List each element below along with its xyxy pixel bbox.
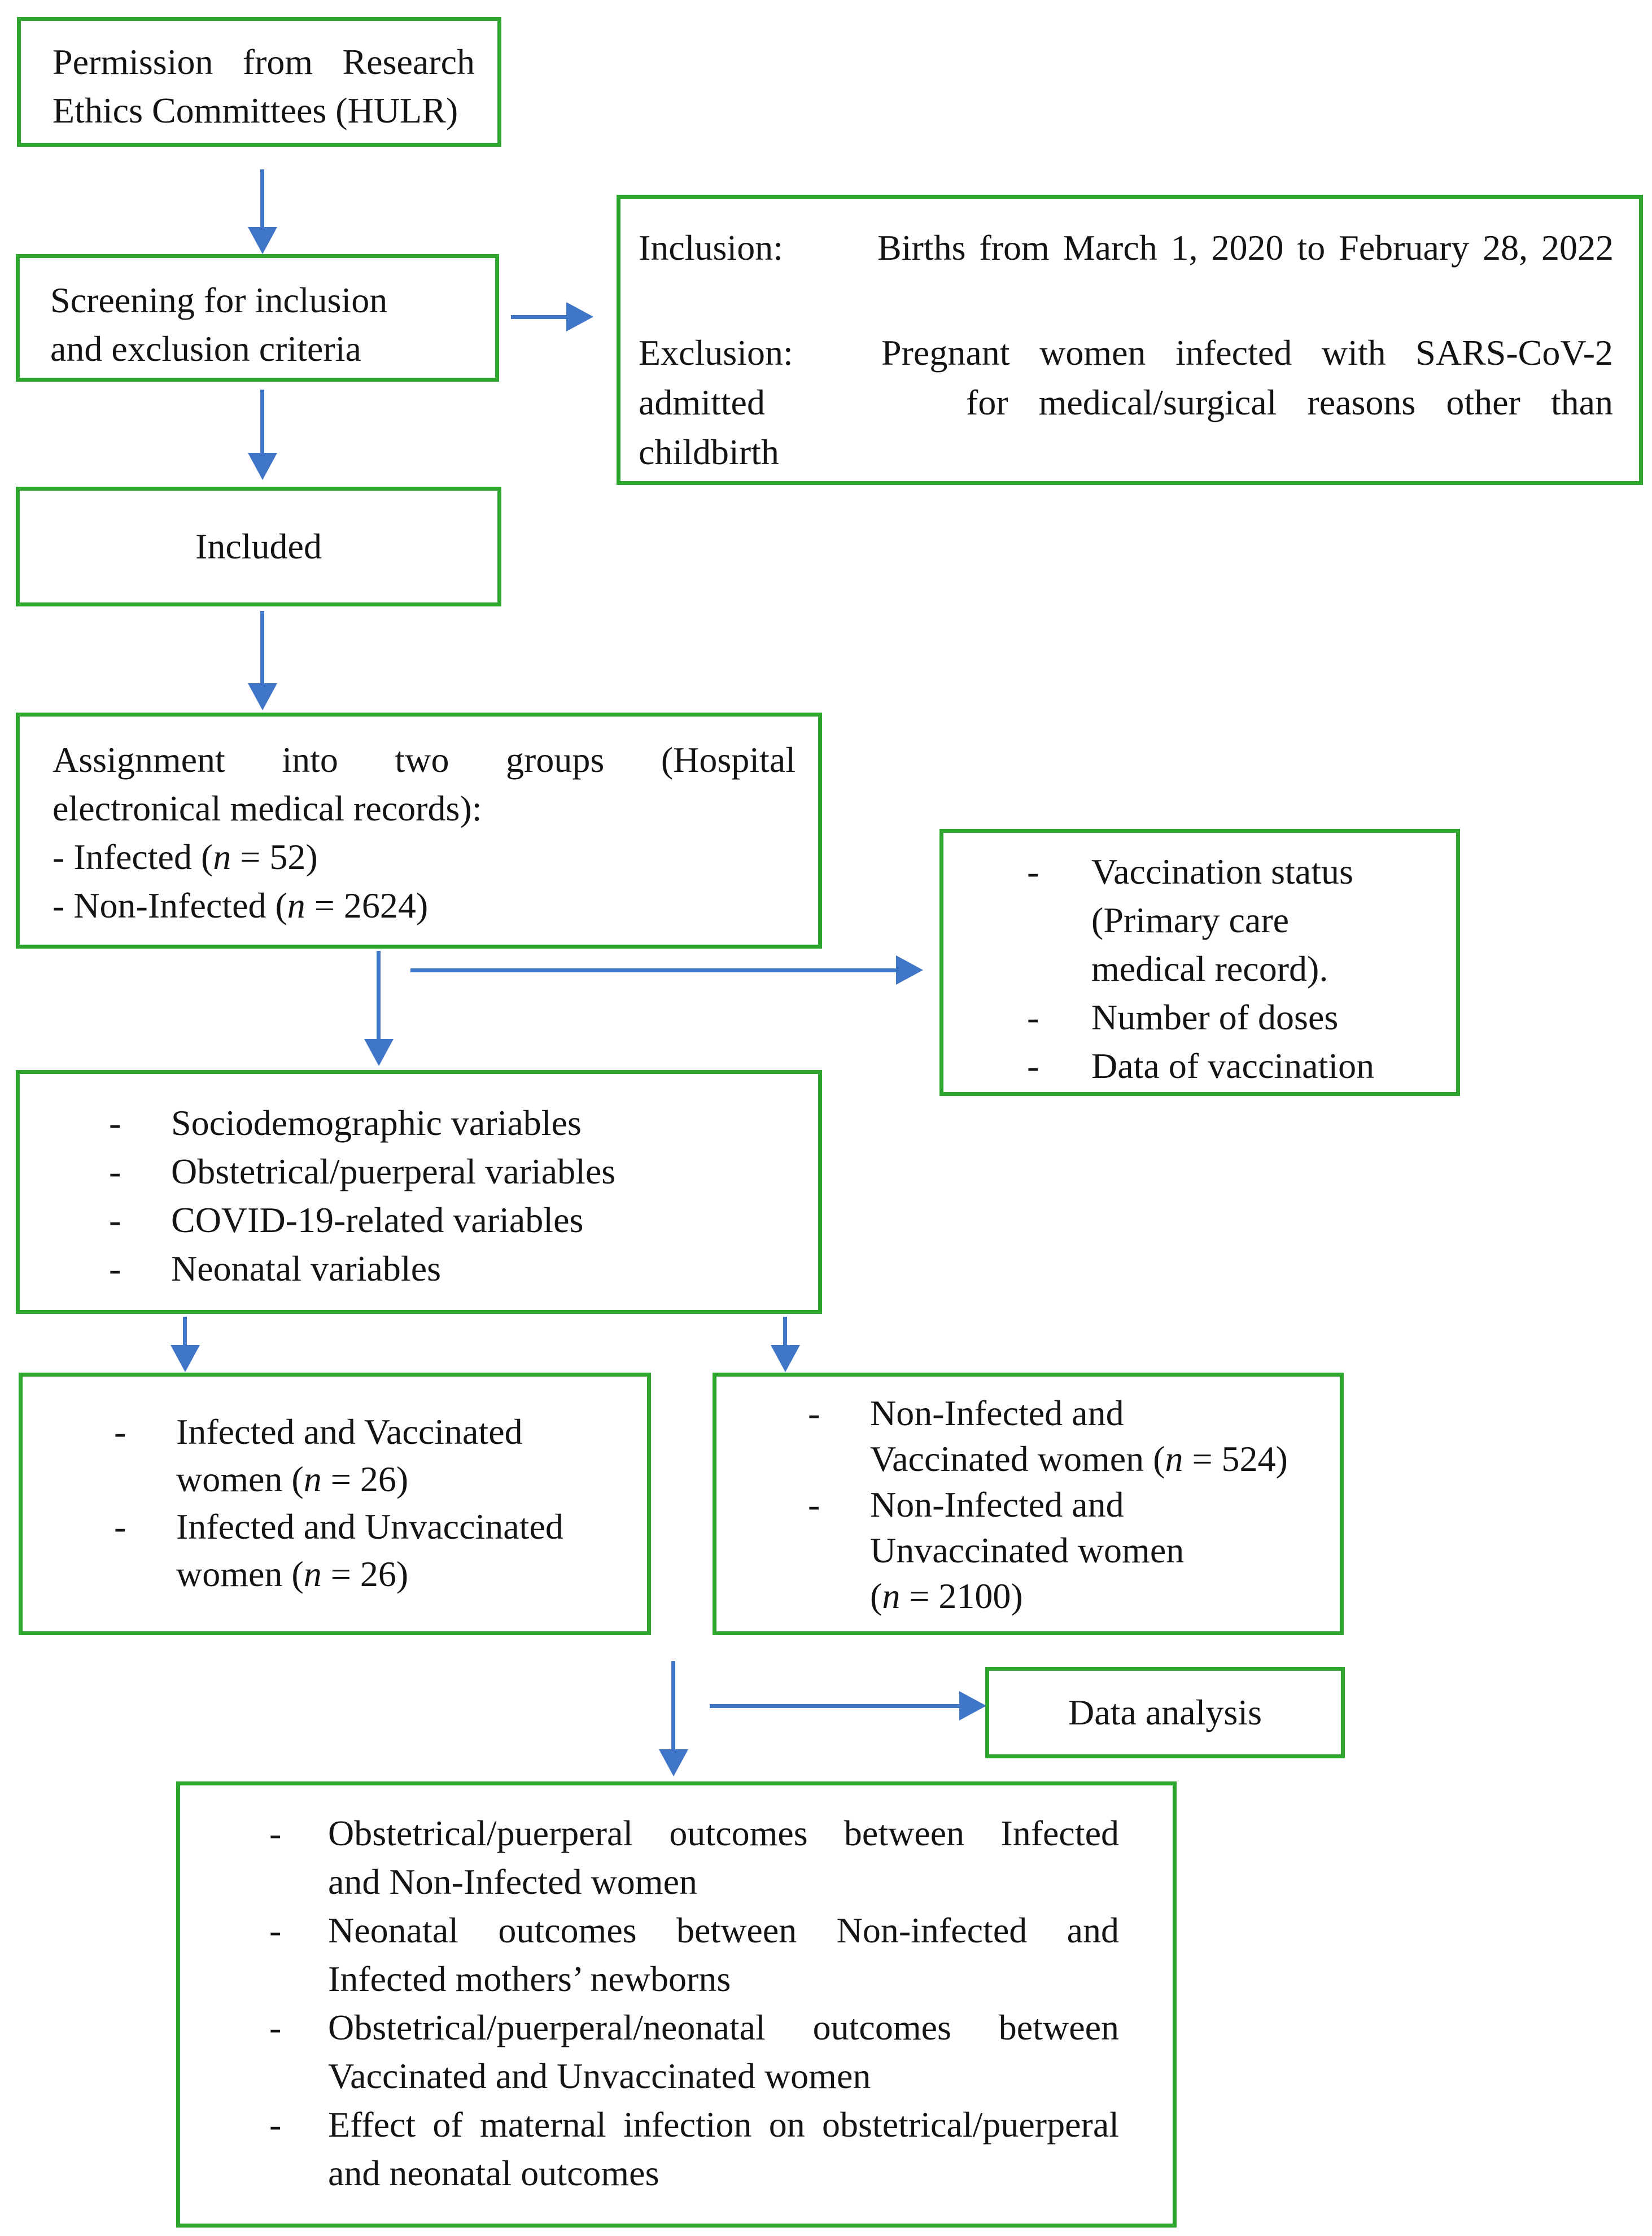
outcomes-item-4-line-2: and neonatal outcomes bbox=[328, 2153, 659, 2193]
connector-assignment-to-variables bbox=[377, 951, 381, 1041]
bullet-dash: - bbox=[1027, 1046, 1039, 1086]
non-infected-unvaccinated-line-1: Non-Infected and bbox=[870, 1484, 1124, 1525]
infected-vaccinated-line-1: Infected and Vaccinated bbox=[176, 1412, 523, 1452]
bullet-dash: - bbox=[1027, 997, 1039, 1037]
screening-box: Screening for inclusion and exclusion cr… bbox=[16, 254, 499, 382]
inclusion-text: Births from March 1, 2020 to February 28… bbox=[877, 228, 1614, 268]
data-analysis-label: Data analysis bbox=[1068, 1692, 1262, 1732]
outcomes-item-4-line-1: Effect of maternal infection on obstetri… bbox=[328, 2104, 1119, 2145]
variables-item-1: Sociodemographic variables bbox=[171, 1103, 582, 1143]
bullet-dash: - bbox=[269, 2104, 282, 2145]
arrow-right-icon bbox=[896, 955, 923, 985]
exclusion-text-line-1: Pregnant women infected with SARS-CoV-2 bbox=[881, 333, 1613, 373]
exclusion-label: Exclusion: bbox=[639, 333, 793, 373]
infected-unvaccinated-line-1: Infected and Unvaccinated bbox=[176, 1506, 563, 1547]
permission-line-1: Permission from Research bbox=[53, 42, 475, 82]
connector-screening-to-criteria bbox=[511, 315, 566, 319]
assignment-infected-count: - Infected (n = 52) bbox=[53, 837, 318, 877]
assignment-box: Assignment into two groups (Hospital ele… bbox=[16, 713, 822, 949]
screening-line-1: Screening for inclusion bbox=[50, 280, 388, 320]
vaccination-item-1-line-1: Vaccination status bbox=[1091, 851, 1353, 892]
permission-box: Permission from Research Ethics Committe… bbox=[17, 17, 501, 147]
bullet-dash: - bbox=[269, 1813, 282, 1853]
bullet-dash: - bbox=[808, 1393, 820, 1433]
exclusion-left-line-2: admitted bbox=[639, 382, 765, 422]
screening-line-2: and exclusion criteria bbox=[50, 329, 361, 369]
connector-variables-to-non-infected-groups bbox=[783, 1317, 787, 1347]
bullet-dash: - bbox=[109, 1103, 121, 1143]
arrow-right-icon bbox=[566, 302, 593, 331]
bullet-dash: - bbox=[109, 1200, 121, 1240]
bullet-dash: - bbox=[114, 1506, 126, 1547]
included-box: Included bbox=[16, 487, 501, 606]
permission-line-2: Ethics Committees (HULR) bbox=[53, 90, 458, 130]
arrow-down-icon bbox=[248, 683, 277, 710]
bullet-dash: - bbox=[114, 1412, 126, 1452]
assignment-line-2: electronical medical records): bbox=[53, 788, 482, 828]
connector-screening-to-included bbox=[260, 390, 264, 455]
arrow-down-icon bbox=[771, 1345, 800, 1372]
non-infected-groups-box: - Non-Infected and Vaccinated women (n =… bbox=[713, 1373, 1344, 1635]
criteria-box: Inclusion: Births from March 1, 2020 to … bbox=[617, 195, 1643, 485]
arrow-down-icon bbox=[171, 1345, 200, 1372]
assignment-non-infected-count: - Non-Infected (n = 2624) bbox=[53, 885, 429, 925]
variables-item-2: Obstetrical/puerperal variables bbox=[171, 1151, 616, 1191]
connector-to-data-analysis bbox=[710, 1704, 959, 1708]
arrow-down-icon bbox=[364, 1039, 394, 1066]
connector-included-to-assignment bbox=[260, 611, 264, 685]
outcomes-item-3-line-2: Vaccinated and Unvaccinated women bbox=[328, 2056, 871, 2096]
connector-variables-to-infected-groups bbox=[183, 1317, 187, 1347]
data-analysis-box: Data analysis bbox=[985, 1667, 1345, 1758]
vaccination-box: - Vaccination status (Primary care medic… bbox=[939, 829, 1460, 1096]
variables-item-4: Neonatal variables bbox=[171, 1248, 441, 1289]
outcomes-item-2-line-2: Infected mothers’ newborns bbox=[328, 1959, 731, 1999]
arrow-down-icon bbox=[659, 1749, 688, 1776]
bullet-dash: - bbox=[269, 1910, 282, 1950]
inclusion-label: Inclusion: bbox=[639, 228, 783, 268]
bullet-dash: - bbox=[1027, 851, 1039, 892]
non-infected-vaccinated-line-2: Vaccinated women (n = 524) bbox=[870, 1439, 1288, 1479]
outcomes-box: - Obstetrical/puerperal outcomes between… bbox=[176, 1781, 1177, 2228]
vaccination-item-1-line-3: medical record). bbox=[1091, 949, 1328, 989]
arrow-down-icon bbox=[248, 227, 277, 254]
non-infected-unvaccinated-line-2: Unvaccinated women bbox=[870, 1530, 1185, 1570]
non-infected-unvaccinated-line-3: (n = 2100) bbox=[870, 1576, 1023, 1616]
connector-groups-to-outcomes bbox=[671, 1661, 675, 1752]
outcomes-item-3-line-1: Obstetrical/puerperal/neonatal outcomes … bbox=[328, 2007, 1119, 2047]
arrow-right-icon bbox=[959, 1691, 986, 1720]
infected-groups-box: - Infected and Vaccinated women (n = 26)… bbox=[19, 1373, 651, 1635]
included-label: Included bbox=[195, 526, 322, 566]
connector-permission-to-screening bbox=[260, 169, 264, 229]
vaccination-item-1-line-2: (Primary care bbox=[1091, 900, 1290, 940]
infected-vaccinated-line-2: women (n = 26) bbox=[176, 1459, 409, 1499]
bullet-dash: - bbox=[808, 1484, 820, 1525]
bullet-dash: - bbox=[269, 2007, 282, 2047]
vaccination-item-2: Number of doses bbox=[1091, 997, 1339, 1037]
exclusion-left-line-3: childbirth bbox=[639, 432, 779, 472]
outcomes-item-2-line-1: Neonatal outcomes between Non-infected a… bbox=[328, 1910, 1119, 1950]
outcomes-item-1-line-2: and Non-Infected women bbox=[328, 1862, 697, 1902]
exclusion-text-line-2: for medical/surgical reasons other than bbox=[966, 382, 1613, 422]
bullet-dash: - bbox=[109, 1248, 121, 1289]
non-infected-vaccinated-line-1: Non-Infected and bbox=[870, 1393, 1124, 1433]
outcomes-item-1-line-1: Obstetrical/puerperal outcomes between I… bbox=[328, 1813, 1119, 1853]
connector-assignment-to-vaccination bbox=[410, 968, 896, 972]
arrow-down-icon bbox=[248, 453, 277, 480]
variables-item-3: COVID-19-related variables bbox=[171, 1200, 584, 1240]
vaccination-item-3: Data of vaccination bbox=[1091, 1046, 1375, 1086]
infected-unvaccinated-line-2: women (n = 26) bbox=[176, 1554, 409, 1594]
variables-box: - Sociodemographic variables - Obstetric… bbox=[16, 1070, 822, 1314]
assignment-line-1: Assignment into two groups (Hospital bbox=[53, 740, 796, 780]
bullet-dash: - bbox=[109, 1151, 121, 1191]
